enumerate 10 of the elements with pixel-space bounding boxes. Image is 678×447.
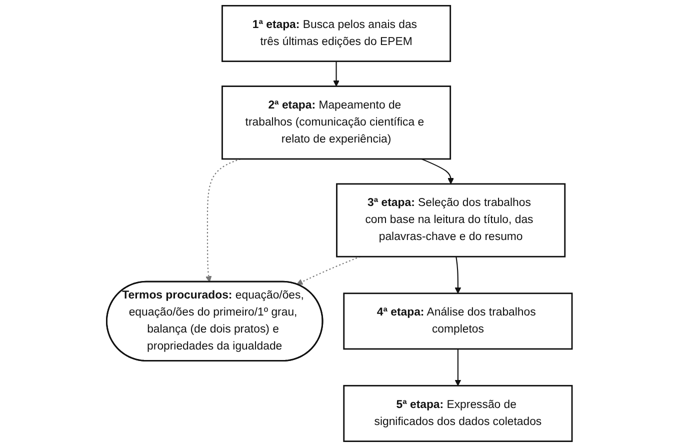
node-box: 2ª etapa: Mapeamento de trabalhos (comunicação científica e relato de experiência) [221,86,451,160]
node-box: 3ª etapa: Seleção dos trabalhos com base na leitura do título, das palavras-chave e do resumo [336,183,566,258]
arrow [205,158,240,282]
arrow [454,256,461,294]
arrow [454,348,461,386]
arrow [420,158,454,184]
node-box: 5ª etapa: Expressão de significados dos dados coletados [342,384,572,442]
node-box: 1ª etapa: Busca pelos anais das três últimas edições do EPEM [221,5,451,62]
node-box: 4ª etapa: Análise dos trabalhos completos [342,292,572,350]
arrow [332,61,340,87]
